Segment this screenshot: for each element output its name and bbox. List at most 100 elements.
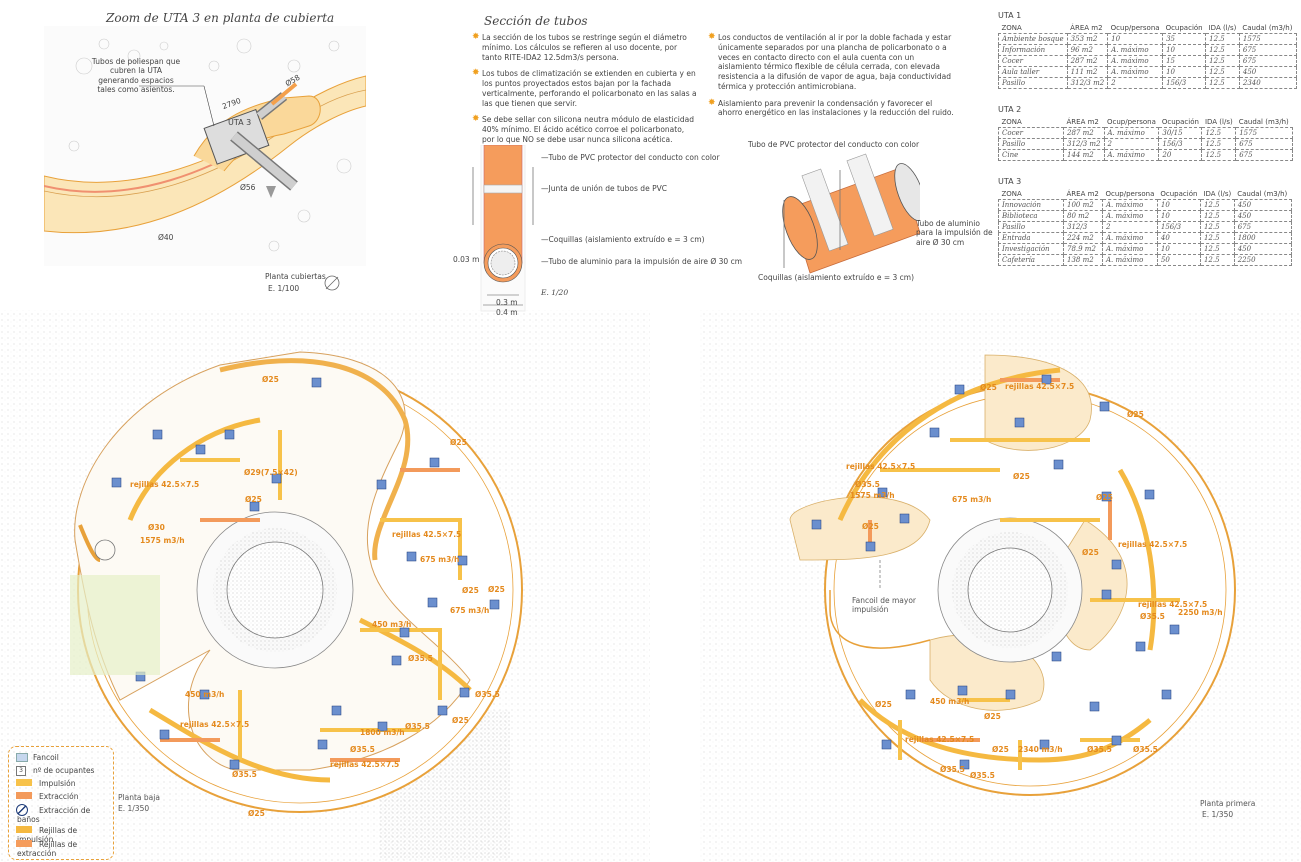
ground-floor-label: Ø35.5 <box>350 745 375 754</box>
col-header: ZONA <box>1001 118 1022 126</box>
first-floor-label: Ø25 <box>875 700 892 709</box>
ground-floor-scale: E. 1/350 <box>118 804 150 813</box>
ground-floor-label: 1575 m3/h <box>140 536 185 545</box>
pipe-iso-drawing <box>782 153 920 274</box>
ground-floor-label: rejillas 42.5×7.5 <box>392 530 462 539</box>
floor-plans <box>0 310 1301 862</box>
section-title: Sección de tubos <box>484 14 588 28</box>
ground-floor-label: 1800 m3/h <box>360 728 405 737</box>
zoom-drawing <box>44 26 366 266</box>
no-entry-icon <box>16 804 28 816</box>
uta3-table: ZONA ÁREA m2 Ocup/persona Ocupación IDA … <box>998 189 1292 266</box>
zoom-note: Tubos de poliespan que cubren la UTA gen… <box>91 57 181 95</box>
section-bullet-1: ✸La sección de los tubos se restringe se… <box>472 32 687 62</box>
col-header: ÁREA m2 <box>1066 118 1099 126</box>
legend-extract-grilles: Rejillas de extracción <box>16 840 78 858</box>
section-label-4: —Tubo de aluminio para la impulsión de a… <box>541 257 743 266</box>
first-floor-label: 2340 m3/h <box>1018 745 1063 754</box>
legend-extraccion: Extracción <box>16 792 78 801</box>
ground-floor-label: Ø25 <box>245 495 262 504</box>
ground-floor-label: Ø25 <box>452 716 469 725</box>
first-floor-scale: E. 1/350 <box>1202 810 1234 819</box>
zoom-scale: E. 1/100 <box>268 284 300 293</box>
ground-floor-label: Ø25 <box>262 375 279 384</box>
col-header: Ocupación <box>1161 118 1199 126</box>
section-label-2: —Junta de unión de tubos de PVC <box>541 184 667 193</box>
first-floor-label: Ø35.5 <box>1087 745 1112 754</box>
first-floor-label: Ø35.5 <box>1140 612 1165 621</box>
col-header: Ocupación <box>1165 24 1203 32</box>
ground-floor-label: Ø25 <box>488 585 505 594</box>
zoom-dim-4: Ø40 <box>158 233 174 242</box>
first-floor-label: Ø35.5 <box>1133 745 1158 754</box>
pipe-top-label: Tubo de PVC protector del conducto con c… <box>748 140 920 149</box>
first-floor-label: Ø25 <box>1096 493 1113 502</box>
ground-floor-plan <box>70 351 523 813</box>
col-header: Caudal (m3/h) <box>1242 24 1293 32</box>
first-floor-label: 2250 m3/h <box>1178 608 1223 617</box>
ground-floor-label: Ø35.5 <box>475 690 500 699</box>
notes-bullets: ✸Los conductos de ventilación al ir por … <box>708 32 954 125</box>
first-floor-label: Ø25 <box>1127 410 1144 419</box>
pipe-section-drawing <box>472 145 534 312</box>
legend-fancoil: Fancoil <box>16 753 59 762</box>
ground-floor-label: Ø35.5 <box>408 654 433 663</box>
ground-floor-caption: Planta baja <box>118 793 160 802</box>
col-header: Ocup/persona <box>1107 118 1156 126</box>
legend-supply-grilles: Rejillas de impulsión <box>16 826 78 844</box>
ground-floor-label: rejillas 42.5×7.5 <box>180 720 250 729</box>
col-header: Ocup/persona <box>1110 24 1160 32</box>
ground-floor-label: 675 m3/h <box>450 606 490 615</box>
col-header: IDA (l/s) <box>1203 190 1232 198</box>
col-header: ZONA <box>1001 24 1022 32</box>
col-header: IDA (l/s) <box>1204 118 1233 126</box>
first-floor-label: Ø35.5 <box>855 480 880 489</box>
ground-floor-label: rejillas 42.5×7.5 <box>330 760 400 769</box>
first-floor-label: Ø25 <box>980 383 997 392</box>
first-floor-plan <box>789 354 1236 796</box>
col-header: Caudal (m3/h) <box>1238 118 1289 126</box>
ground-floor-label: 675 m3/h <box>420 555 460 564</box>
fancoil-note: Fancoil de mayor impulsión <box>852 596 917 614</box>
first-floor-label: Ø25 <box>1013 472 1030 481</box>
uta1-table: ZONA ÁREA m2 Ocup/persona Ocupación IDA … <box>998 23 1297 89</box>
notes-bullet-1: ✸Los conductos de ventilación al ir por … <box>708 32 952 91</box>
first-floor-caption: Planta primera <box>1200 799 1256 808</box>
first-floor-label: rejillas 42.5×7.5 <box>1138 600 1208 609</box>
legend-impulsion: Impulsión <box>16 779 75 788</box>
north-arrow-icon <box>324 275 340 291</box>
section-label-3: —Coquillas (aislamiento extruído e = 3 c… <box>541 235 705 244</box>
col-header: Ocup/persona <box>1105 190 1155 198</box>
ground-floor-label: Ø30 <box>148 523 165 532</box>
pipe-right-label: Tubo de aluminio para la impulsión de ai… <box>916 219 993 247</box>
pipe-bottom-label: Coquillas (aislamiento extruído e = 3 cm… <box>758 273 915 282</box>
uta2-table: ZONA ÁREA m2 Ocup/persona Ocupación IDA … <box>998 117 1294 161</box>
legend-occupants: 3 nº de ocupantes <box>16 766 94 776</box>
legend-bathroom-extraction: Extracción de baños <box>16 804 91 824</box>
col-header: Caudal (m3/h) <box>1237 190 1288 198</box>
notes-bullet-2: ✸Aislamiento para prevenir la condensaci… <box>708 97 954 118</box>
first-floor-label: rejillas 42.5×7.5 <box>905 735 975 744</box>
uta2-title: UTA 2 <box>998 105 1022 114</box>
section-label-1: —Tubo de PVC protector del conducto con … <box>541 153 720 162</box>
col-header: IDA (l/s) <box>1208 24 1237 32</box>
ground-floor-label: Ø29(7.5×42) <box>244 468 298 477</box>
ground-floor-label: 450 m3/h <box>185 690 225 699</box>
col-header: ÁREA m2 <box>1070 24 1103 32</box>
first-floor-label: Ø25 <box>984 712 1001 721</box>
section-bullet-2: ✸Los tubos de climatización se extienden… <box>472 68 697 108</box>
section-bullet-3: ✸Se debe sellar con silicona neutra módu… <box>472 114 694 144</box>
ground-floor-label: Ø25 <box>462 586 479 595</box>
